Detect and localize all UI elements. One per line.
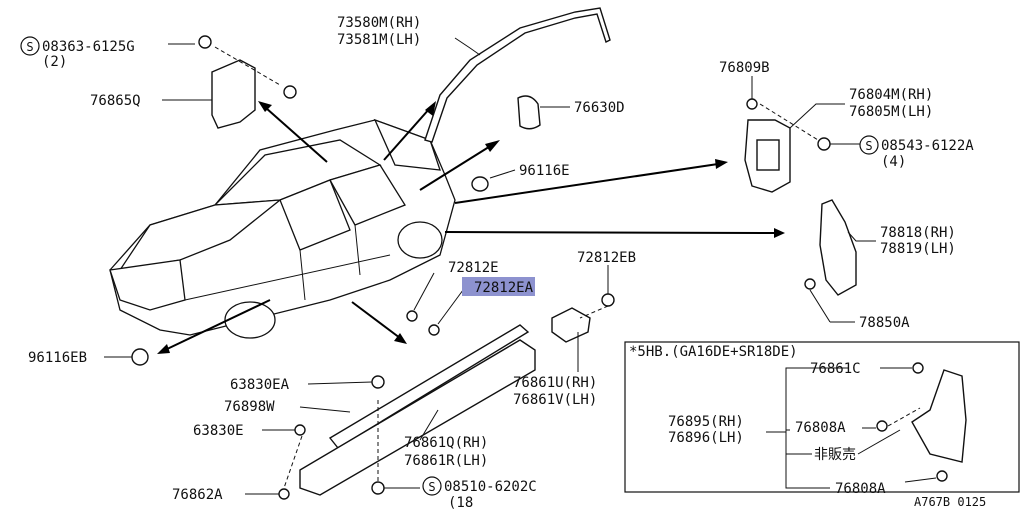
label-76861c[interactable]: 76861C [810,361,861,377]
label-63830e[interactable]: 63830E [193,423,244,439]
part-96116e-plug [471,176,489,192]
part-76630d-pad [517,95,541,130]
label-76805m[interactable]: 76805M(LH) [849,104,933,120]
label-76861q[interactable]: 76861Q(RH) [404,435,488,451]
label-76808a-2[interactable]: 76808A [835,481,886,497]
label-72812e[interactable]: 72812E [448,260,499,276]
arrows [157,101,785,354]
inset-title: *5HB.(GA16DE+SR18DE) [629,344,798,360]
part-76808a-screw-1 [876,420,888,432]
label-08543-qty: (4) [881,154,906,170]
part-76898w-molding [328,324,530,449]
diagram-code: A767B 0125 [914,495,986,509]
label-76809b[interactable]: 76809B [719,60,770,76]
part-63830ea-clip [371,375,385,389]
label-78819[interactable]: 78819(LH) [880,241,956,257]
highlight-72812ea [462,277,535,296]
label-72812eb[interactable]: 72812EB [577,250,636,266]
part-76861c-clip [912,362,924,374]
label-76896[interactable]: 76896(LH) [668,430,744,446]
label-76861v[interactable]: 76861V(LH) [513,392,597,408]
part-76862a-clip [278,488,290,500]
label-08543-6122a[interactable]: 08543-6122A [881,138,974,154]
part-63830e-clip [294,424,306,436]
label-not-for-sale: 非販売 [814,447,856,463]
label-08363-qty: (2) [42,54,67,70]
label-08363-6125g[interactable]: 08363-6125G [42,39,135,55]
label-76895[interactable]: 76895(RH) [668,414,744,430]
label-08510-qty: (18 [448,495,473,510]
svg-text:S: S [26,40,33,54]
label-63830ea[interactable]: 63830EA [230,377,290,393]
label-96116e[interactable]: 96116E [519,163,570,179]
part-08543-screw [817,137,831,151]
label-76865q[interactable]: 76865Q [90,93,141,109]
label-76862a[interactable]: 76862A [172,487,223,503]
part-08510-screw [371,481,385,495]
svg-text:S: S [865,139,872,153]
part-78850a-clip [804,278,816,290]
label-73581m[interactable]: 73581M(LH) [337,32,421,48]
part-72812e-clip [406,310,418,322]
label-78850a[interactable]: 78850A [859,315,910,331]
part-73580m-molding [424,7,611,143]
part-08363-bolt [198,35,212,49]
part-72812eb-clip [601,293,615,307]
part-76809b-clip [746,98,758,110]
label-76861u[interactable]: 76861U(RH) [513,375,597,391]
screw-symbol-08510: S [422,476,442,496]
part-76895-mud-guard [911,369,967,463]
part-72812ea-clip [428,324,440,336]
label-72812ea[interactable]: 72812EA [474,280,534,296]
label-76808a-1[interactable]: 76808A [795,420,846,436]
label-76804m[interactable]: 76804M(RH) [849,87,933,103]
part-76861u-bracket [551,307,591,343]
leader-lines [104,37,937,495]
car-illustration [109,118,456,339]
part-76865q-clip [283,85,297,99]
screw-symbol-08363: S [20,36,40,56]
svg-text:S: S [428,480,435,494]
part-labels: 73580M(RH) 73581M(LH) 08363-6125G (2) 76… [28,15,986,510]
part-96116eb-plug [131,348,149,366]
label-08510-6202c[interactable]: 08510-6202C [444,479,537,495]
label-76898w[interactable]: 76898W [224,399,275,415]
label-73580m[interactable]: 73580M(RH) [337,15,421,31]
part-76865q-bracket [211,59,256,129]
label-96116eb[interactable]: 96116EB [28,350,87,366]
inset-box [624,341,1020,493]
part-76861q-side-sill [299,339,536,496]
label-76630d[interactable]: 76630D [574,100,625,116]
screw-symbol-08543: S [859,135,879,155]
label-76861r[interactable]: 76861R(LH) [404,453,488,469]
label-78818[interactable]: 78818(RH) [880,225,956,241]
part-76808a-screw-2 [936,470,948,482]
part-78818-liner [819,199,857,296]
